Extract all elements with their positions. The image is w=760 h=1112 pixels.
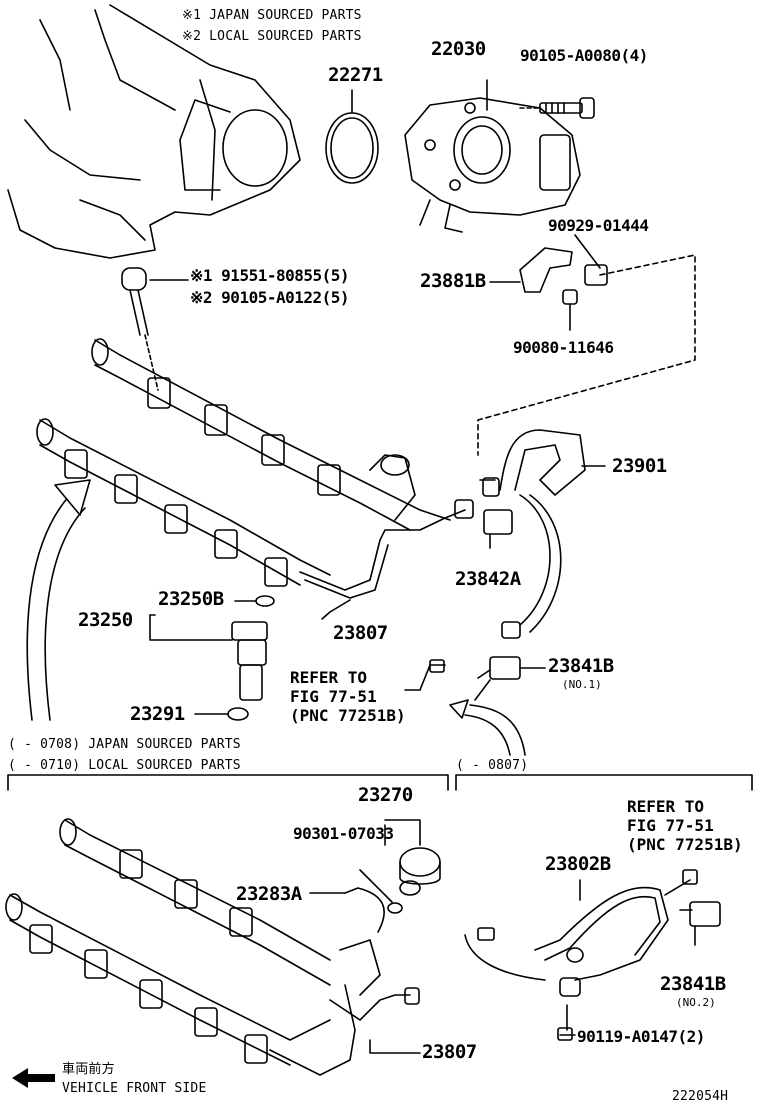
fuel-rail-lower-section-drawing	[5, 818, 420, 1076]
part-label-23841b-no2[interactable]: 23841B	[660, 973, 726, 995]
section-brackets	[7, 774, 753, 791]
direction-arrow-upper-drawing	[26, 479, 91, 721]
connector-23842a-drawing	[483, 509, 513, 549]
range-note-right: ( - 0807)	[456, 758, 529, 773]
fuel-rail-upper-drawing	[91, 338, 451, 531]
fuel-hose-23802b-drawing	[464, 869, 721, 1041]
part-label-90105-a0080[interactable]: 90105-A0080(4)	[520, 46, 648, 65]
local-sourced-legend: ※2 LOCAL SOURCED PARTS	[182, 29, 362, 44]
reference-note-middle[interactable]: REFER TO FIG 77-51 (PNC 77251B)	[290, 668, 406, 725]
vehicle-front-label-jp: 車両前方	[62, 1062, 115, 1077]
fuel-hose-23901-drawing	[479, 429, 606, 639]
pressure-regulator-23270-drawing	[309, 819, 441, 933]
part-label-90105-a0122[interactable]: ※2 90105-A0122(5)	[190, 288, 350, 307]
vehicle-front-label-en: VEHICLE FRONT SIDE	[62, 1081, 207, 1096]
part-label-23250b[interactable]: 23250B	[158, 588, 224, 610]
part-label-23841b-no1-sub: (NO.1)	[562, 678, 602, 691]
part-label-90301-07033[interactable]: 90301-07033	[293, 824, 394, 843]
connector-23841b-no1-drawing	[404, 656, 546, 756]
bracket-23881b-drawing	[477, 234, 696, 456]
fuel-rail-lower-drawing	[36, 418, 474, 599]
part-label-23807-upper[interactable]: 23807	[333, 622, 388, 644]
part-label-23901[interactable]: 23901	[612, 455, 667, 477]
part-label-23802b[interactable]: 23802B	[545, 853, 611, 875]
part-label-90929-01444[interactable]: 90929-01444	[548, 216, 649, 235]
bolt-90105-a0080-drawing	[519, 97, 595, 119]
japan-sourced-legend: ※1 JAPAN SOURCED PARTS	[182, 8, 362, 23]
part-label-23841b-no1[interactable]: 23841B	[548, 655, 614, 677]
vehicle-front-arrow-drawing	[12, 1068, 55, 1088]
leader-lines	[321, 599, 421, 1054]
reference-note-right[interactable]: REFER TO FIG 77-51 (PNC 77251B)	[627, 797, 743, 854]
throttle-body-drawing	[404, 79, 581, 233]
gasket-22271-drawing	[325, 89, 379, 184]
part-label-23881b[interactable]: 23881B	[420, 270, 486, 292]
part-label-23291[interactable]: 23291	[130, 703, 185, 725]
intake-manifold-drawing	[7, 4, 301, 259]
part-label-23270[interactable]: 23270	[358, 784, 413, 806]
part-label-90080-11646[interactable]: 90080-11646	[513, 338, 614, 357]
part-label-91551-80855[interactable]: ※1 91551-80855(5)	[190, 266, 350, 285]
part-label-23250[interactable]: 23250	[78, 609, 133, 631]
part-label-23283a[interactable]: 23283A	[236, 883, 302, 905]
diagram-id: 222054H	[672, 1089, 729, 1104]
bolt-91551-drawing	[121, 267, 189, 391]
range-note-local: ( - 0710) LOCAL SOURCED PARTS	[8, 758, 241, 773]
part-label-23842a[interactable]: 23842A	[455, 568, 521, 590]
part-label-23807-lower[interactable]: 23807	[422, 1041, 477, 1063]
injector-23250-drawing	[149, 595, 275, 721]
range-note-japan: ( - 0708) JAPAN SOURCED PARTS	[8, 737, 241, 752]
part-label-22271[interactable]: 22271	[328, 64, 383, 86]
part-label-22030[interactable]: 22030	[431, 38, 486, 60]
part-label-23841b-no2-sub: (NO.2)	[676, 996, 716, 1009]
part-label-90119-a0147[interactable]: 90119-A0147(2)	[577, 1027, 705, 1046]
